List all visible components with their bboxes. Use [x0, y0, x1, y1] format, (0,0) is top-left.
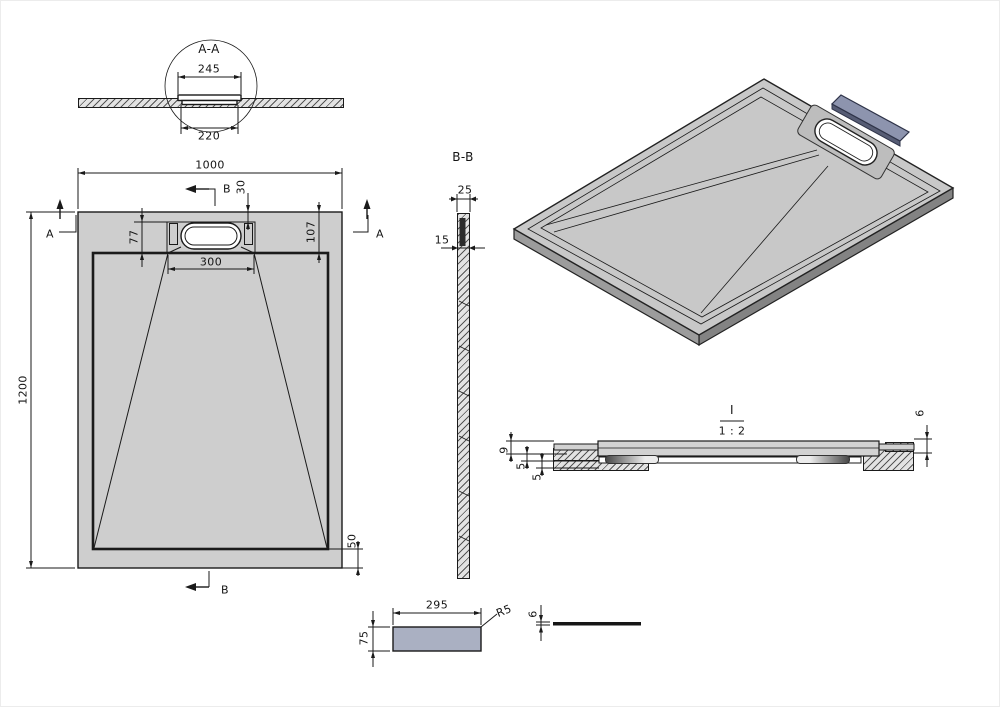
floor-edge: [91, 251, 330, 551]
bb-section-strip-hatch: [457, 213, 470, 579]
detail-i-scale-label: 1 : 2: [718, 424, 746, 438]
i-seal-right: [796, 455, 850, 464]
dim-edge-6: [536, 605, 550, 641]
dim-i-6-label: 6: [913, 409, 927, 417]
marker-a-left-label: A: [46, 227, 54, 241]
marker-b-bottom-label: B: [221, 583, 229, 597]
detail-aa-label: A-A: [198, 42, 220, 56]
tray-outer-edge: [77, 211, 343, 569]
iso-drain-recess: [797, 104, 895, 180]
dim-25-label: 25: [457, 183, 473, 197]
dim-1200: [26, 211, 75, 569]
dim-i-5b: [536, 453, 599, 476]
dim-220: [180, 105, 239, 134]
dim-i-5b-label: 5: [530, 473, 544, 481]
dim-15-label: 15: [434, 233, 450, 247]
aa-recess-section: [181, 99, 238, 106]
dim-295: [392, 608, 482, 625]
iso-top-face: [512, 78, 955, 336]
drain-opening: [180, 222, 242, 250]
cover-plate-plan-view: [368, 608, 498, 667]
dim-1000-label: 1000: [195, 158, 225, 172]
dim-245-label: 245: [197, 62, 221, 76]
section-bb-label: B-B: [452, 150, 474, 164]
dim-300: [167, 255, 255, 274]
dim-300-label: 300: [199, 255, 223, 269]
drain-opening-inner: [184, 226, 238, 246]
drain-side-left: [169, 223, 178, 245]
dim-i-9-label: 9: [497, 446, 511, 454]
detail-aa-view: [164, 39, 258, 134]
detail-i-label: I: [730, 403, 734, 417]
detail-i-view: [506, 420, 932, 476]
i-right-lip: [878, 443, 915, 451]
marker-a-right-label: A: [376, 227, 384, 241]
cover-plate-edge-view: [536, 605, 641, 641]
dim-75-label: 75: [357, 630, 371, 646]
cover-plate-face: [392, 626, 482, 652]
iso-cover-plate: [831, 94, 910, 142]
marker-b-top-label: B: [223, 182, 231, 196]
bb-drain-channel: [459, 218, 466, 246]
dim-50-label: 50: [345, 533, 359, 549]
aa-cover-plate-section: [177, 94, 242, 102]
dim-i-5a-label: 5: [514, 462, 528, 470]
dim-77-label: 77: [127, 229, 141, 245]
section-marker-b-bottom: [185, 571, 210, 591]
dim-107-label: 107: [304, 220, 318, 244]
dim-75: [368, 611, 390, 667]
cover-plate-edge-line: [553, 622, 641, 626]
r5-leader: [480, 613, 498, 628]
section-marker-a-right: [353, 199, 371, 233]
iso-floor-creases: [545, 149, 829, 314]
section-marker-b-top: [185, 185, 216, 206]
i-seal-left: [605, 455, 659, 464]
dim-30-label: 30: [234, 179, 248, 195]
section-marker-a-left: [56, 199, 77, 233]
plan-view: [26, 168, 371, 591]
dim-i-6: [914, 425, 932, 467]
dim-edge-6-label: 6: [526, 610, 540, 618]
detail-circle: [164, 39, 258, 133]
floor-slope-lines: [93, 252, 328, 549]
i-left-lip: [553, 443, 605, 451]
dim-245: [177, 72, 242, 94]
section-bb-view: [441, 194, 485, 542]
bb-segment-ticks: [458, 300, 470, 542]
dim-1200-label: 1200: [16, 375, 30, 405]
isometric-view: [512, 78, 955, 347]
dim-1000: [77, 168, 343, 209]
dim-220-label: 220: [197, 129, 221, 143]
dim-25: [449, 194, 478, 212]
i-cover-plate-section: [597, 440, 880, 457]
dim-295-label: 295: [425, 598, 449, 612]
i-channel-body: [598, 456, 862, 464]
iso-drain-opening: [814, 118, 878, 166]
